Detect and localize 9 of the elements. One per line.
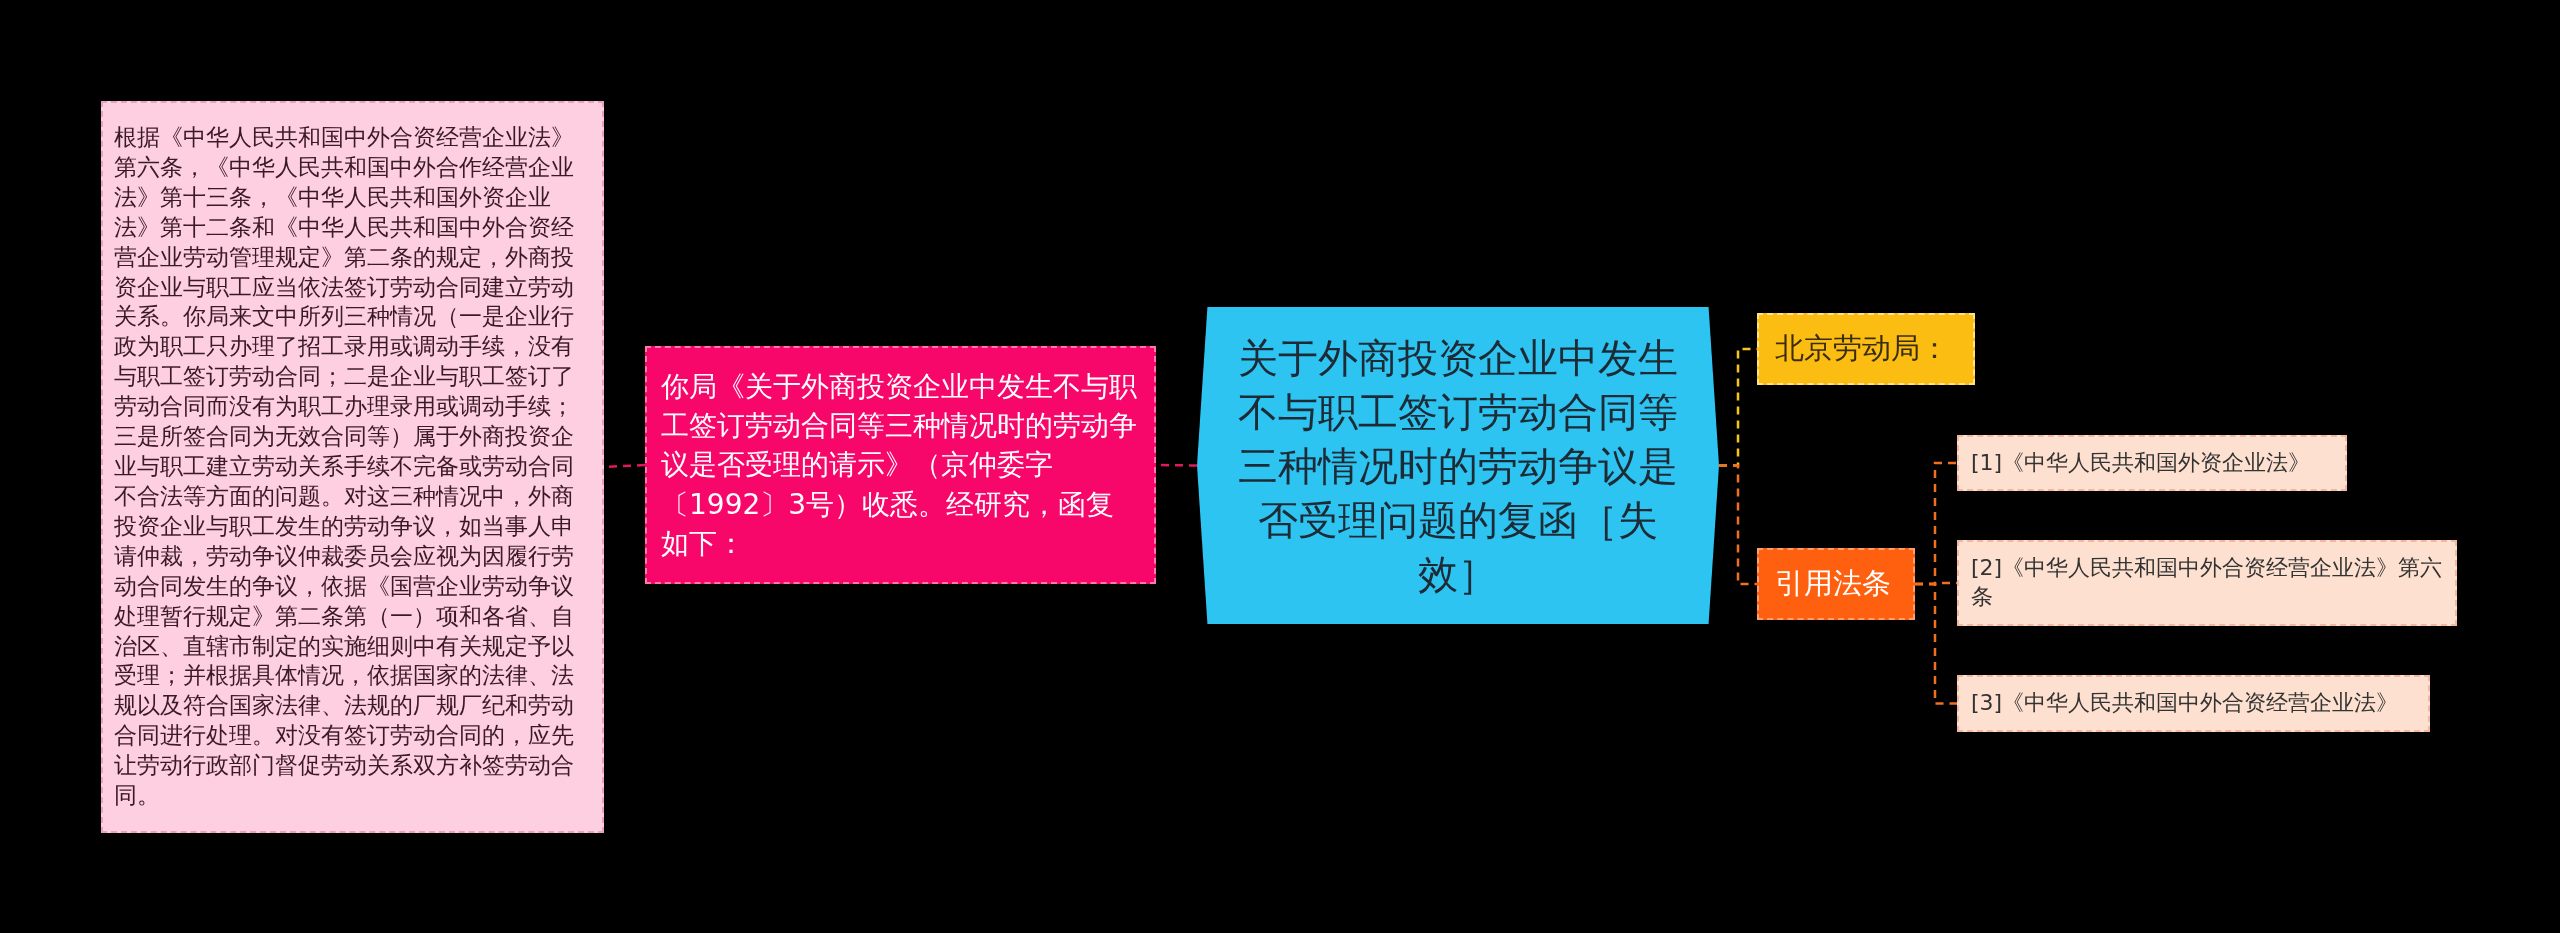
connector-line [1915,582,1957,705]
label-box: 北京劳动局： [1757,313,1975,385]
label-box: 引用法条 [1757,548,1915,620]
reference-box: [1]《中华人民共和国外资企业法》 [1957,435,2347,491]
text-box: 根据《中华人民共和国中外合资经营企业法》第六条，《中华人民共和国中外合作经营企业法》第十三条，《中华人民共和国外资企业法》第十二条和《中华人民共和国中外合资经营企业劳动管理规定》第二条的规定，外商投资企业与职工应当依法签订劳动合同建立劳动关系。你局来文中所列三种情况（一是企业行政为职工只办理了招工录用或调动手续，没有与职工签订劳动合同；二是企业与职工签订了劳动合同而没有为职工办理录用或调动手续；三是所签合同为无效合同等）属于外商投资企业与职工建立劳动关系手续不完备或劳动合同不合法等方面的问题。对这三种情况中，外商投资企业与职工发生的劳动争议，如当事人申请仲裁，劳动争议仲裁委员会应视为因履行劳动合同发生的争议，依据《国营企业劳动争议处理暂行规定》第二条第（一）项和各省、自治区、直辖市制定的实施细则中有关规定予以受理；并根据具体情况，依据国家的法律、法规以及符合国家法律、法规的厂规厂纪和劳动合同进行处理。对没有签订劳动合同的，应先让劳动行政部门督促劳动关系双方补签劳动合同。 [101,101,604,833]
connector-line [1719,464,1757,586]
text-box: 你局《关于外商投资企业中发生不与职工签订劳动合同等三种情况时的劳动争议是否受理的请示》（京仲委字〔1992〕3号）收悉。经研究，函复如下： [645,346,1156,584]
reference-box: [3]《中华人民共和国中外合资经营企业法》 [1957,675,2430,732]
reference-box: [2]《中华人民共和国中外合资经营企业法》第六条 [1957,540,2457,626]
